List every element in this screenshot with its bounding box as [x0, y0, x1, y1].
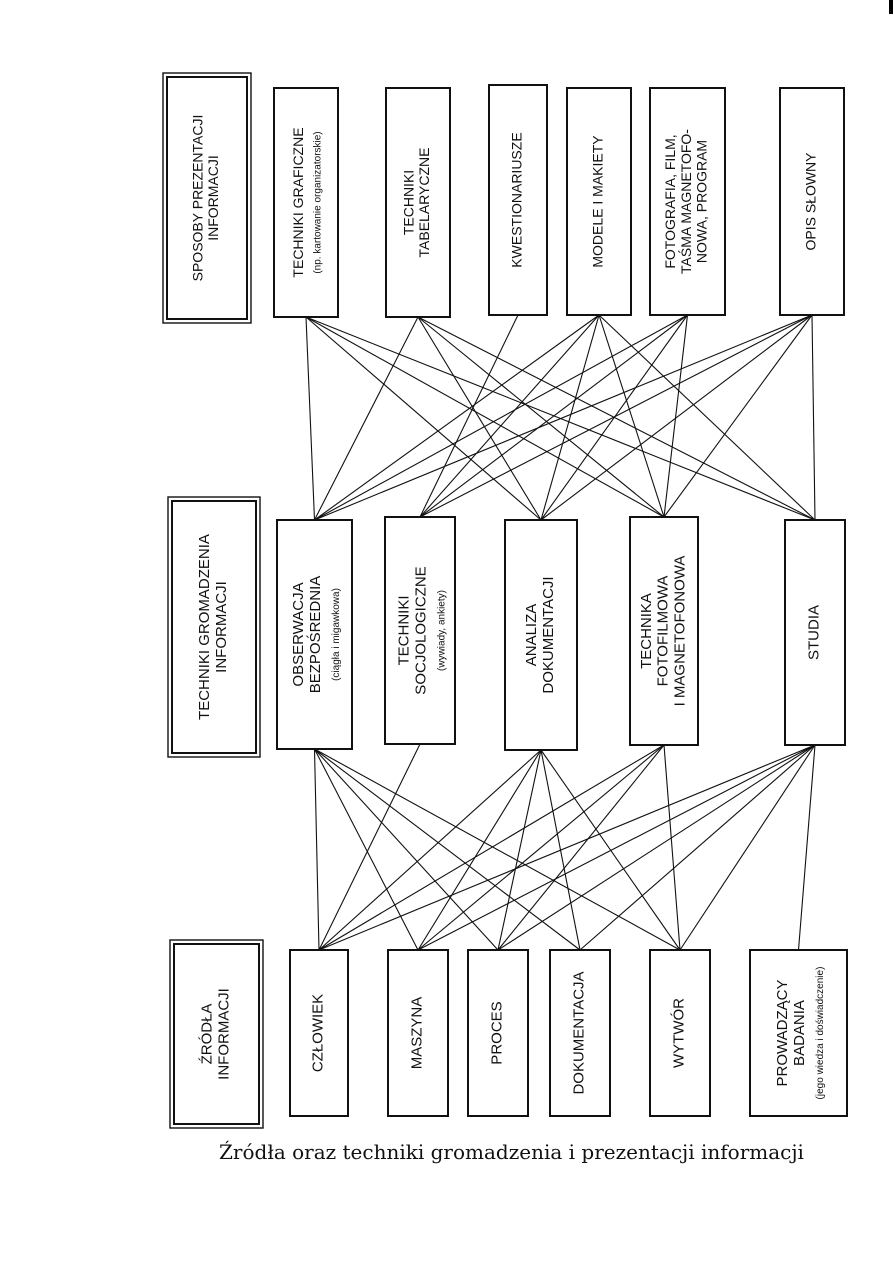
- presentation-box-5-label-2: TAŚMA MAGNETOFO-: [677, 129, 694, 274]
- link-gathering-3-source-1: [318, 749, 542, 951]
- link-gathering-1-source-4: [314, 748, 581, 951]
- presentation-box-5-label-3: NOWA, PROGRAM: [694, 140, 710, 263]
- link-presentation-1-gathering-1: [305, 316, 316, 521]
- presentation-box-6-label-1: OPIS SŁOWNY: [802, 152, 818, 251]
- page-corner-mark: [889, 0, 893, 14]
- gathering-box-2-sublabel: (wywiady, ankiety): [436, 590, 447, 671]
- presentation-box-5-label-1: FOTOGRAFIA, FILM,: [662, 134, 678, 268]
- link-gathering-4-source-3: [497, 744, 665, 951]
- source-box-2-label-1: MASZYNA: [409, 997, 426, 1070]
- link-gathering-3-source-2: [417, 749, 542, 951]
- link-gathering-2-source-1: [318, 743, 421, 951]
- presentation-box-1-label-1: TECHNIKI GRAFICZNE: [290, 127, 306, 277]
- gathering-box-4-label-2: FOTOFILMOWA: [655, 576, 672, 687]
- presentation-header-box-label-2: INFORMACJI: [205, 155, 221, 241]
- link-presentation-4-gathering-5: [598, 314, 816, 521]
- source-box-6-label-1: PROWADZĄCY: [774, 980, 791, 1087]
- link-presentation-4-gathering-2: [419, 314, 600, 518]
- presentation-header-box-label-1: SPOSOBY PREZENTACJI: [190, 115, 206, 282]
- link-presentation-6-gathering-2: [419, 314, 813, 518]
- gathering-box-2-label-2: SOCJOLOGICZNE: [413, 566, 430, 694]
- gathering-box-3-label-2: DOKUMENTACJI: [540, 576, 557, 693]
- link-presentation-2-gathering-1: [314, 316, 419, 521]
- link-presentation-3-gathering-2: [419, 314, 519, 518]
- presentation-box-6: OPIS SŁOWNY: [779, 87, 845, 316]
- gathering-box-2-label-1: TECHNIKI: [396, 595, 413, 665]
- presentation-box-3-label-1: KWESTIONARIUSZE: [508, 132, 524, 267]
- link-gathering-1-source-1: [313, 748, 320, 951]
- presentation-box-1: TECHNIKI GRAFICZNE (np. kartowanie organi…: [273, 87, 339, 318]
- link-gathering-3-source-3: [497, 749, 542, 951]
- link-gathering-5-source-1: [318, 744, 816, 951]
- link-presentation-6-gathering-5: [811, 314, 816, 521]
- link-presentation-6-gathering-1: [314, 314, 813, 521]
- gathering-box-1-sublabel: (ciągła i migawkowa): [331, 588, 342, 681]
- source-box-3: PROCES: [467, 949, 529, 1117]
- link-presentation-6-gathering-4: [663, 314, 813, 518]
- link-presentation-4-gathering-3: [540, 314, 600, 521]
- source-header-box-label-1: ŹRÓDŁA: [199, 1004, 216, 1065]
- presentation-box-2-label-1: TECHNIKI: [401, 170, 417, 235]
- gathering-box-1-label-1: OBSERWACJA: [290, 582, 307, 686]
- gathering-box-4-label-1: TECHNIKA: [638, 593, 655, 669]
- gathering-box-3-label-1: ANALIZA: [523, 604, 540, 667]
- gathering-box-5: STUDIA: [784, 519, 846, 746]
- presentation-box-5: FOTOGRAFIA, FILM,TAŚMA MAGNETOFO-NOWA, P…: [649, 87, 726, 316]
- link-gathering-4-source-1: [318, 744, 665, 951]
- link-presentation-5-gathering-2: [419, 314, 688, 518]
- link-presentation-5-gathering-4: [663, 314, 689, 518]
- link-presentation-2-gathering-3: [417, 316, 542, 521]
- link-presentation-2-gathering-5: [417, 316, 816, 521]
- source-box-4-label-1: DOKUMENTACJA: [571, 971, 588, 1094]
- link-presentation-2-gathering-4: [417, 316, 665, 518]
- source-box-6-sublabel: (jego wiedza i doświadczenie): [815, 967, 826, 1100]
- source-box-5-label-1: WYTWÓR: [671, 998, 688, 1068]
- presentation-box-2-label-2: TABELARYCZNE: [416, 148, 432, 258]
- link-presentation-6-gathering-3: [540, 314, 813, 521]
- source-box-2: MASZYNA: [387, 949, 449, 1117]
- gathering-box-1-label-2: BEZPOŚREDNIA: [306, 576, 324, 694]
- link-presentation-5-gathering-1: [314, 314, 688, 521]
- source-box-6-label-2: BADANIA: [791, 1000, 808, 1066]
- figure-caption: Źródła oraz techniki gromadzenia i preze…: [219, 1140, 804, 1164]
- link-gathering-5-source-2: [417, 744, 816, 951]
- link-gathering-5-source-6: [797, 744, 816, 951]
- link-gathering-5-source-5: [679, 744, 816, 951]
- link-gathering-1-source-3: [314, 748, 499, 951]
- link-gathering-5-source-3: [497, 744, 816, 951]
- gathering-box-5-label-1: STUDIA: [806, 605, 823, 660]
- link-presentation-4-gathering-4: [598, 314, 665, 518]
- presentation-box-4-label-1: MODELE I MAKIETY: [589, 135, 605, 268]
- gathering-box-4-label-3: I MAGNETOFONOWA: [671, 556, 688, 707]
- link-gathering-4-source-5: [663, 744, 681, 951]
- gathering-header-box-label-2: INFORMACJI: [213, 581, 230, 673]
- presentation-box-3: KWESTIONARIUSZE: [488, 84, 548, 316]
- source-box-5: WYTWÓR: [649, 949, 711, 1117]
- presentation-box-1-sublabel: (np. kartowanie organizatorskie): [313, 131, 324, 273]
- source-box-1-label-1: CZŁOWIEK: [310, 994, 327, 1072]
- link-presentation-4-gathering-1: [314, 314, 600, 521]
- connector-lines: [305, 314, 816, 951]
- link-presentation-1-gathering-4: [305, 316, 665, 518]
- source-header-box-label-2: INFORMACJI: [216, 988, 233, 1080]
- gathering-header-box-label-1: TECHNIKI GROMADZENIA: [196, 534, 213, 720]
- link-gathering-5-source-4: [579, 744, 816, 951]
- presentation-box-4: MODELE I MAKIETY: [566, 87, 632, 316]
- source-box-1: CZŁOWIEK: [289, 949, 349, 1117]
- link-presentation-1-gathering-3: [305, 316, 542, 521]
- source-box-3-label-1: PROCES: [489, 1001, 506, 1064]
- link-gathering-4-source-2: [417, 744, 665, 951]
- source-box-4: DOKUMENTACJA: [549, 949, 611, 1117]
